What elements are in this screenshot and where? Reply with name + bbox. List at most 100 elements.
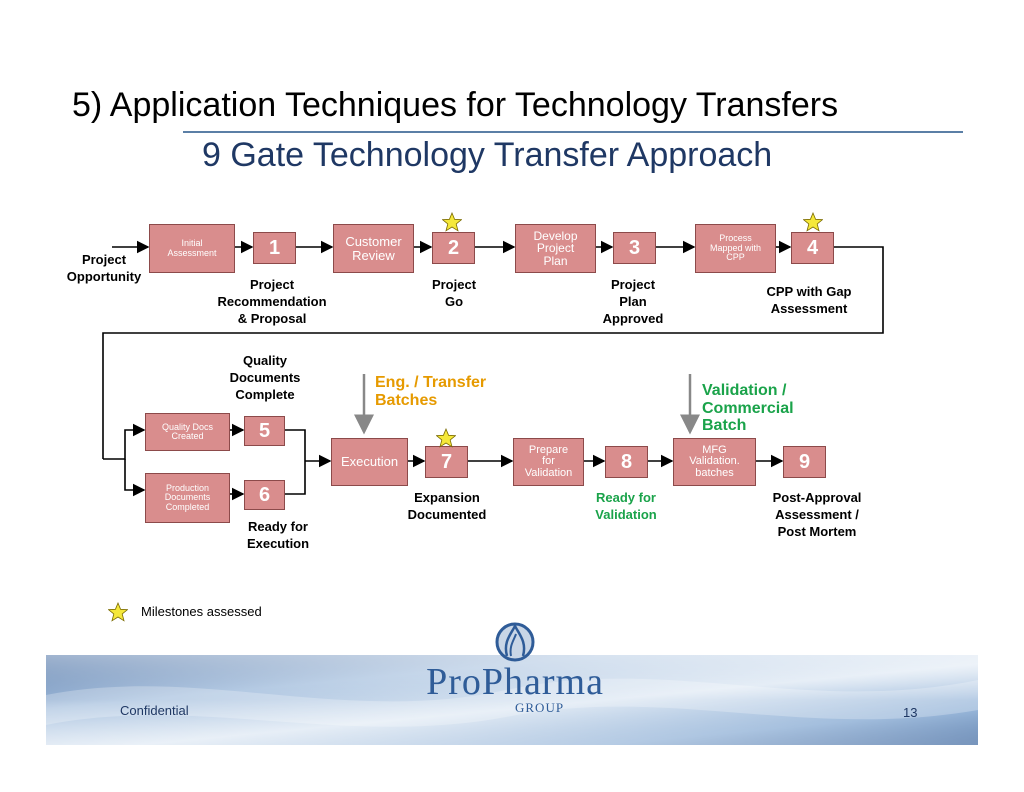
box-line: batches <box>695 466 734 479</box>
start-label: Project Opportunity <box>62 252 146 286</box>
box-line: CPP <box>726 252 745 263</box>
milestone-star-icon <box>442 212 462 232</box>
box-line: Quality Docs <box>161 421 214 432</box>
gate5-outcome: Quality Documents Complete <box>220 353 310 404</box>
loop-connector <box>102 246 884 459</box>
callout-line: Batches <box>375 391 438 409</box>
outcome-line: Project <box>610 277 656 292</box>
footer-band <box>46 655 978 745</box>
outcome-line: Ready for <box>596 490 656 505</box>
propharma-logo: ProPharma GROUP <box>395 612 635 722</box>
outcome-line: Project <box>249 277 295 292</box>
callout-line: Batch <box>702 417 747 435</box>
box-line: Production <box>165 482 210 493</box>
gate-8: 8 <box>605 446 648 478</box>
callout-line: Validation / <box>702 382 787 399</box>
box-line: Mapped with <box>709 242 762 253</box>
gate-1: 1 <box>253 232 296 264</box>
title-rule <box>183 131 963 133</box>
gate8-outcome: Ready for Validation <box>584 490 668 524</box>
outcome-line: Quality <box>242 353 288 368</box>
outcome-line: Post Mortem <box>777 523 857 539</box>
gate7-outcome: Expansion Documented <box>397 490 497 524</box>
arrow-branch-to-qdocs <box>103 423 146 460</box>
gate1-outcome: Project Recommendation & Proposal <box>202 277 342 328</box>
box-line: Review <box>352 247 395 263</box>
slide-subtitle: 9 Gate Technology Transfer Approach <box>202 136 773 174</box>
box-line: Assessment <box>167 247 217 258</box>
outcome-line: Expansion <box>414 490 480 505</box>
gate6-outcome: Ready for Execution <box>236 519 320 553</box>
gate9-outcome: Post-Approval Assessment / Post Mortem <box>757 490 877 541</box>
box-line: Completed <box>165 501 210 512</box>
gate3-outcome: Project Plan Approved <box>593 277 673 328</box>
slide-title: 5) Application Techniques for Technology… <box>72 86 839 124</box>
box-line: Created <box>171 431 204 441</box>
arrow-branch-to-proddocs <box>124 459 146 497</box>
outcome-line: Execution <box>246 535 310 551</box>
outcome-line: Assessment <box>770 300 848 316</box>
milestone-star-icon <box>436 428 456 448</box>
gate-9: 9 <box>783 446 826 478</box>
outcome-line: Documented <box>407 506 487 522</box>
validation-batch-callout: Validation / Commercial Batch <box>702 382 794 435</box>
callout-line: Commercial <box>702 399 794 417</box>
box-line: MFG <box>702 443 727 456</box>
outcome-line: Validation <box>595 506 657 522</box>
outcome-line: Assessment / <box>775 506 859 522</box>
merge-connector <box>284 429 306 495</box>
propharma-emblem-icon <box>495 622 535 662</box>
gate4-outcome: CPP with Gap Assessment <box>754 284 864 318</box>
gate-6: 6 <box>244 480 285 510</box>
outcome-line: Go <box>444 293 464 309</box>
outcome-line: Post-Approval <box>772 490 862 505</box>
outcome-line: & Proposal <box>237 310 307 326</box>
gate-7: 7 <box>425 446 468 478</box>
box-line: Process <box>719 233 752 244</box>
callout-line: Eng. / Transfer <box>375 374 487 391</box>
eng-batches-callout: Eng. / Transfer Batches <box>375 374 486 409</box>
box-line: Plan <box>543 253 568 268</box>
outcome-line: Project <box>431 277 477 292</box>
page-number: 13 <box>903 705 918 720</box>
start-label-line: Project <box>81 252 127 267</box>
gate-4: 4 <box>791 232 834 264</box>
box-line: Customer <box>345 233 402 249</box>
logo-wordmark: ProPharma <box>426 661 604 703</box>
gate2-outcome: Project Go <box>414 277 494 311</box>
box-line: Documents <box>164 492 211 503</box>
box-line: Validation <box>524 466 573 479</box>
confidential-label: Confidential <box>120 703 189 718</box>
outcome-line: Documents <box>229 369 301 385</box>
outcome-line: Recommendation <box>217 293 327 309</box>
logo-group: GROUP <box>515 700 565 715</box>
outcome-line: Plan <box>619 293 647 309</box>
gate-5: 5 <box>244 416 285 446</box>
box-line: Project <box>536 241 575 256</box>
start-label-line: Opportunity <box>66 268 142 284</box>
step-execution: Execution <box>331 438 408 486</box>
outcome-line: CPP with Gap <box>766 284 852 299</box>
box-line: for <box>542 455 555 468</box>
box-line: Develop <box>533 228 578 243</box>
milestone-star-icon <box>803 212 823 232</box>
legend-star-icon <box>108 602 128 622</box>
gate-2: 2 <box>432 232 475 264</box>
legend-label: Milestones assessed <box>141 604 262 619</box>
outcome-line: Approved <box>602 310 664 326</box>
box-line: Initial <box>181 238 203 249</box>
outcome-line: Complete <box>235 386 295 402</box>
outcome-line: Ready for <box>248 519 308 534</box>
gate-3: 3 <box>613 232 656 264</box>
box-line: Prepare <box>528 443 569 456</box>
box-line: Validation. <box>689 455 740 468</box>
